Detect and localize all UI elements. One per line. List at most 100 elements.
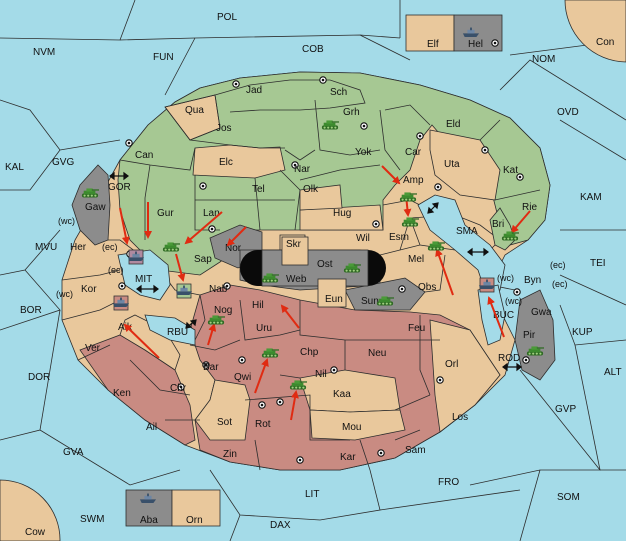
- label-Nil: Nil: [315, 369, 327, 380]
- label-Grh: Grh: [343, 107, 360, 118]
- supply-center-dot: [374, 222, 378, 226]
- land-Skr: [281, 236, 309, 266]
- label-Chp: Chp: [300, 347, 319, 358]
- supply-center-dot: [204, 363, 208, 367]
- label-Rie: Rie: [522, 202, 537, 213]
- label-KAM: KAM: [580, 192, 602, 203]
- label-Rot: Rot: [255, 419, 271, 430]
- label-Eun: Eun: [325, 294, 343, 305]
- supply-centers: [118, 39, 530, 464]
- sea-RBU: [144, 314, 196, 346]
- coast-her-wc: (wc): [58, 216, 75, 226]
- label-GVP: GVP: [555, 404, 576, 415]
- land-Mou: [309, 409, 406, 441]
- sea-SMA: [417, 194, 506, 301]
- units: [81, 27, 544, 503]
- label-Jad: Jad: [246, 85, 262, 96]
- label-MVU: MVU: [35, 242, 57, 253]
- label-Bar: Bar: [203, 362, 219, 373]
- label-Nar: Nar: [294, 164, 311, 175]
- coast-gwa-ec: (ec): [552, 279, 568, 289]
- coast-kor-ec: (ec): [108, 265, 124, 275]
- land-Elf: [405, 14, 455, 52]
- land-Eun: [317, 278, 347, 308]
- label-Con: Con: [596, 37, 614, 48]
- label-Sun: Sun: [361, 296, 379, 307]
- label-DAX: DAX: [270, 520, 291, 531]
- label-Ken: Ken: [113, 388, 131, 399]
- land-Orl: [429, 319, 501, 433]
- supply-center-dot: [298, 458, 302, 462]
- label-Wil: Wil: [356, 233, 370, 244]
- supply-center-dot: [210, 227, 214, 231]
- label-Elc: Elc: [219, 157, 233, 168]
- label-Gaw: Gaw: [85, 202, 106, 213]
- label-NVM: NVM: [33, 47, 55, 58]
- supply-center-dot: [436, 185, 440, 189]
- label-Olk: Olk: [303, 184, 319, 195]
- sea-BUC: [477, 284, 506, 346]
- label-Feu: Feu: [408, 323, 425, 334]
- supply-center-dot: [127, 141, 131, 145]
- land-Sot: [194, 379, 251, 441]
- land-Orn: [171, 489, 221, 527]
- supply-center-dot: [321, 78, 325, 82]
- label-Uta: Uta: [444, 159, 460, 170]
- supply-center-dot: [234, 82, 238, 86]
- supply-center-dot: [293, 163, 297, 167]
- label-Qwi: Qwi: [234, 372, 251, 383]
- land-Hug: [299, 204, 384, 231]
- label-Gwa: Gwa: [531, 307, 552, 318]
- label-Elf: Elf: [427, 39, 439, 50]
- supply-center-dot: [493, 41, 497, 45]
- supply-center-dot: [515, 290, 519, 294]
- supply-center-dot: [278, 400, 282, 404]
- label-Pir: Pir: [523, 330, 536, 341]
- supply-center-dot: [201, 184, 205, 188]
- coast-kor-wc: (wc): [56, 289, 73, 299]
- supply-center-dot: [400, 287, 404, 291]
- coast-her-ec: (ec): [102, 242, 118, 252]
- supply-center-dot: [418, 134, 422, 138]
- supply-center-dot: [524, 358, 528, 362]
- label-SWM: SWM: [80, 514, 104, 525]
- label-Nog: Nog: [214, 305, 232, 316]
- label-KUP: KUP: [572, 327, 593, 338]
- label-Web: Web: [286, 274, 307, 285]
- label-Amp: Amp: [403, 175, 424, 186]
- label-Nor: Nor: [225, 243, 242, 254]
- label-TEI: TEI: [590, 258, 606, 269]
- supply-center-dot: [260, 403, 264, 407]
- label-COB: COB: [302, 44, 324, 55]
- label-BOR: BOR: [20, 305, 42, 316]
- label-Esm: Esm: [389, 232, 409, 243]
- label-Byn: Byn: [524, 275, 541, 286]
- label-Bri: Bri: [492, 219, 504, 230]
- label-GVG: GVG: [52, 157, 74, 168]
- label-Zin: Zin: [223, 449, 237, 460]
- supply-center-dot: [179, 385, 183, 389]
- label-Qua: Qua: [185, 105, 204, 116]
- label-POL: POL: [217, 12, 237, 23]
- label-Kar: Kar: [340, 452, 356, 463]
- label-Sch: Sch: [330, 87, 347, 98]
- label-Neu: Neu: [368, 348, 386, 359]
- label-OVD: OVD: [557, 107, 579, 118]
- supply-center-dot: [362, 124, 366, 128]
- label-Kaa: Kaa: [333, 389, 351, 400]
- supply-center-dot: [332, 368, 336, 372]
- label-LIT: LIT: [305, 489, 319, 500]
- label-MIT: MIT: [135, 274, 152, 285]
- order-arrows: [119, 165, 531, 421]
- adjacency-markers: [109, 171, 522, 372]
- label-Hil: Hil: [252, 300, 264, 311]
- label-Sap: Sap: [194, 254, 212, 265]
- supply-center-dot: [120, 284, 124, 288]
- label-Gur: Gur: [157, 208, 174, 219]
- coast-gwa-wc: (wc): [505, 296, 522, 306]
- label-DOR: DOR: [28, 372, 50, 383]
- label-NOM: NOM: [532, 54, 555, 65]
- land-Cow: [0, 479, 61, 541]
- land-Elc: [192, 144, 286, 179]
